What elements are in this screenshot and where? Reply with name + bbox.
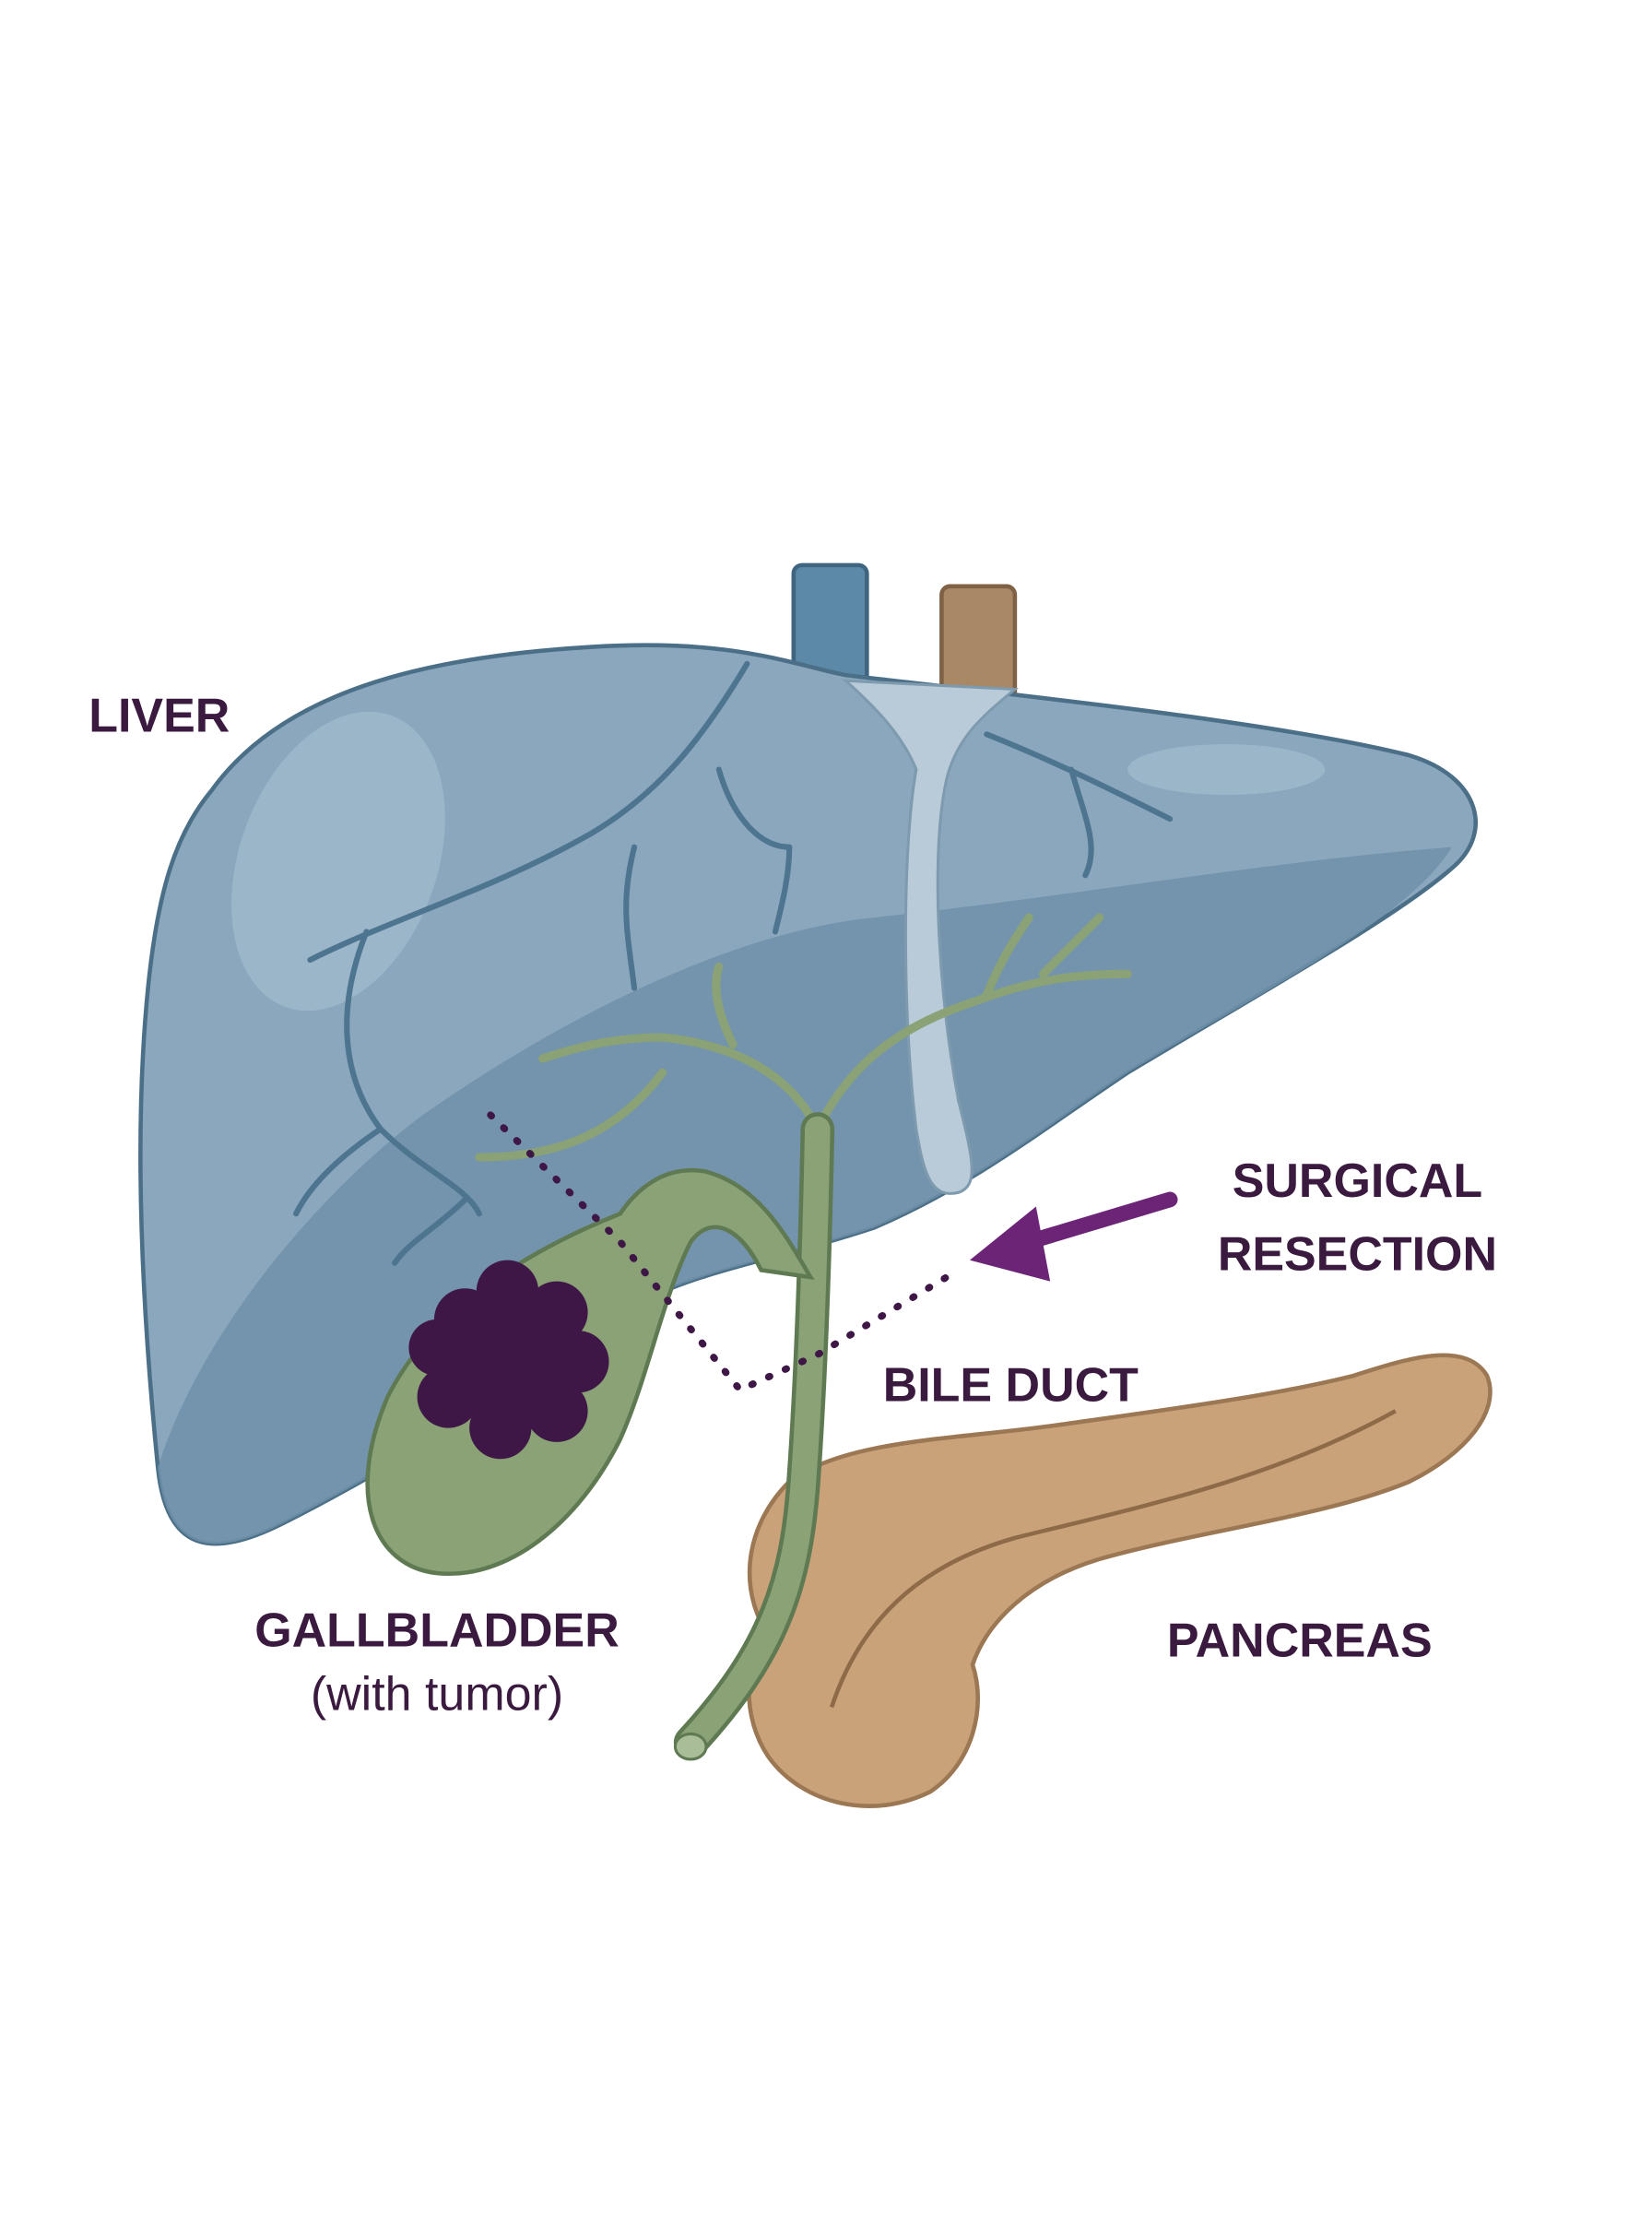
tumor [408, 1260, 609, 1460]
hepatic-veins [293, 660, 1174, 1266]
label-pancreas: PANCREAS [1167, 1614, 1433, 1667]
bile-duct-branches [475, 913, 1132, 1162]
label-liver: LIVER [88, 689, 230, 742]
bile-duct-end [673, 1732, 708, 1761]
label-surgical: SURGICAL [1233, 1154, 1482, 1208]
label-gallbladder: GALLBLADDER [254, 1604, 620, 1658]
liver-highlight [231, 711, 445, 1012]
label-bile-duct: BILE DUCT [883, 1359, 1139, 1413]
pancreas [747, 1353, 1493, 1808]
bile-duct-fill [678, 1116, 831, 1756]
falciform-ligament [842, 679, 1019, 1195]
label-gallbladder-note: (with tumor) [311, 1667, 563, 1721]
label-resection: RESECTION [1218, 1227, 1497, 1281]
resection-line [487, 1111, 962, 1395]
liver-highlight [1127, 744, 1326, 796]
arrow-icon [969, 1191, 1178, 1282]
pancreatic-duct [829, 1409, 1397, 1709]
